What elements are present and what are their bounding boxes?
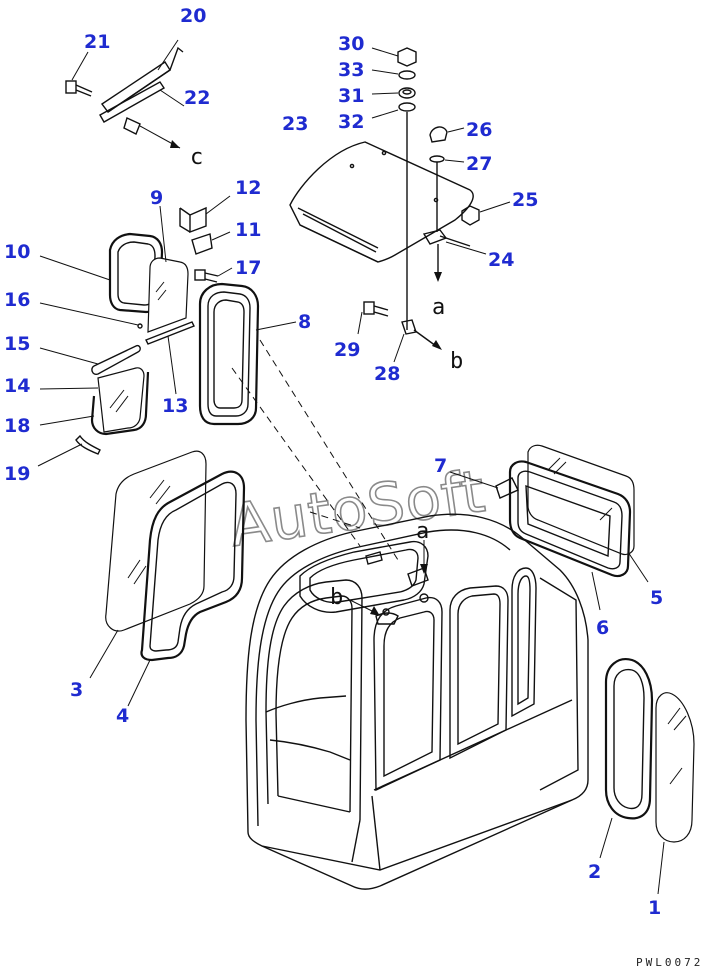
label-part-33: 33 [338, 59, 364, 81]
label-part-13: 13 [162, 395, 188, 417]
label-part-20: 20 [180, 5, 206, 27]
part-25-nut [461, 201, 511, 226]
part-24-bracket [422, 229, 487, 255]
part-27-washer [429, 155, 465, 232]
label-part-9: 9 [150, 187, 163, 209]
part-number-labels: 1 2 3 4 5 6 7 8 9 10 11 12 13 14 15 16 1… [4, 5, 663, 919]
label-part-5: 5 [650, 587, 663, 609]
label-part-31: 31 [338, 85, 364, 107]
label-part-32: 32 [338, 111, 364, 133]
part-33-washer [371, 69, 416, 80]
ref-letter-c-top: c [190, 145, 203, 170]
part-28-clip [393, 319, 442, 363]
part-22-spacer [123, 117, 181, 149]
label-part-2: 2 [588, 861, 601, 883]
part-23-roof-panel [289, 141, 474, 263]
part-9-glass [147, 205, 189, 333]
part-18-channel [39, 371, 150, 436]
label-part-6: 6 [596, 617, 609, 639]
part-7-handle [449, 471, 519, 499]
label-part-27: 27 [466, 153, 492, 175]
part-6-rear-seal [508, 460, 632, 611]
part-13-strip [145, 321, 195, 395]
label-part-18: 18 [4, 415, 30, 437]
part-17-screw [194, 267, 233, 283]
part-32-washer [371, 102, 416, 330]
ref-letter-b-cab: b [330, 585, 343, 610]
label-part-14: 14 [4, 375, 30, 397]
part-29-bolt [357, 301, 389, 335]
part-10-seal [39, 232, 164, 314]
label-part-30: 30 [338, 33, 364, 55]
label-part-23: 23 [282, 113, 308, 135]
label-part-26: 26 [466, 119, 492, 141]
label-part-12: 12 [235, 177, 261, 199]
part-15-rail [39, 344, 141, 376]
label-part-7: 7 [434, 455, 447, 477]
part-2-side-seal [599, 658, 654, 859]
label-part-3: 3 [70, 679, 83, 701]
label-part-1: 1 [648, 897, 661, 919]
part-16-pin [39, 302, 143, 329]
label-part-17: 17 [235, 257, 261, 279]
part-4-door-seal [127, 470, 246, 707]
part-30-cap-nut [371, 47, 417, 67]
part-14-glass [39, 367, 145, 433]
ref-letter-b-top: b [450, 349, 463, 374]
label-part-28: 28 [374, 363, 400, 385]
label-part-21: 21 [84, 31, 110, 53]
drawing-code: PWL0072 [636, 956, 703, 969]
label-part-22: 22 [184, 87, 210, 109]
part-21-bolt [65, 51, 93, 97]
part-11-catch [191, 231, 231, 255]
label-part-25: 25 [512, 189, 538, 211]
part-12-latch [179, 195, 231, 234]
part-20-bracket [99, 39, 185, 123]
assembly-lines [231, 339, 428, 616]
ref-letter-a-top: a [432, 295, 445, 320]
part-8-seal [198, 282, 297, 426]
part-1-side-glass [655, 692, 695, 895]
label-part-15: 15 [4, 333, 30, 355]
part-19-clip [37, 434, 101, 467]
label-part-19: 19 [4, 463, 30, 485]
label-part-29: 29 [334, 339, 360, 361]
ref-arrow-a-top [434, 244, 442, 282]
cab-frame [245, 513, 589, 890]
reference-letters: a b c a b [190, 145, 463, 610]
label-part-16: 16 [4, 289, 30, 311]
ref-letter-a-cab: a [416, 519, 429, 544]
label-part-8: 8 [298, 311, 311, 333]
part-31-grommet [371, 87, 416, 99]
part-26-cap [429, 126, 465, 143]
label-part-4: 4 [116, 705, 129, 727]
label-part-11: 11 [235, 219, 261, 241]
label-part-10: 10 [4, 241, 30, 263]
label-part-24: 24 [488, 249, 514, 271]
